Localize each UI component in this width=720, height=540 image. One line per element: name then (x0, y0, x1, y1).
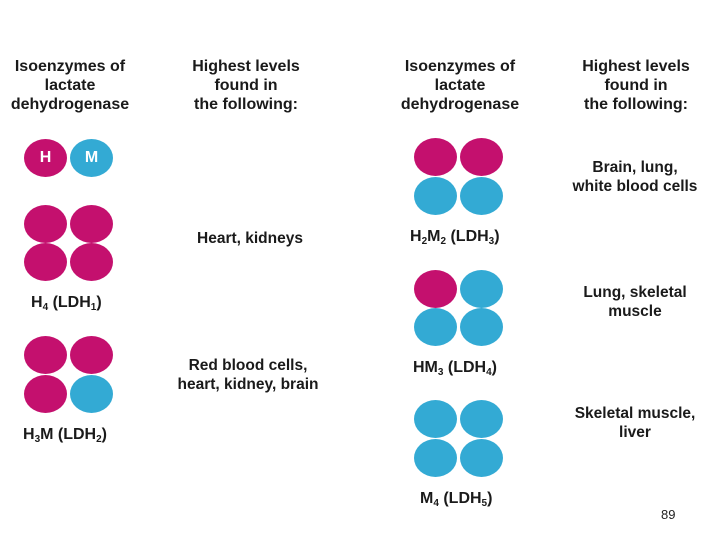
subunit-m (414, 177, 457, 215)
isoenzyme-label-ldh5: M4 (LDH5) (420, 490, 493, 509)
site-ldh3: Brain, lung, white blood cells (572, 159, 698, 195)
header-line: the following: (584, 96, 688, 113)
isoenzyme-label-ldh3: H2M2 (LDH3) (410, 228, 500, 247)
header-highest-levels-left: Highest levels found in the following: (171, 57, 321, 114)
subunit-m (460, 400, 503, 438)
isoenzyme-label-ldh1: H4 (LDH1) (31, 294, 102, 313)
subunit-h (70, 205, 113, 243)
subunit-h (70, 243, 113, 281)
header-line: Isoenzymes of (404, 58, 516, 75)
subunit-h (24, 336, 67, 374)
subunit-h (70, 336, 113, 374)
header-line: lactate (434, 77, 486, 94)
header-line: the following: (194, 96, 298, 113)
subunit-h (24, 375, 67, 413)
subunit-m (460, 177, 503, 215)
subunit-m (414, 439, 457, 477)
subunit-h-label: H (39, 149, 52, 166)
subunit-m (460, 439, 503, 477)
site-ldh4: Lung, skeletal muscle (583, 284, 687, 320)
header-line: dehydrogenase (400, 96, 520, 113)
header-isoenzymes-right: Isoenzymes of lactate dehydrogenase (385, 57, 535, 114)
header-line: lactate (44, 77, 96, 94)
subunit-h (24, 205, 67, 243)
subunit-h (24, 243, 67, 281)
site-ldh1: Heart, kidneys (197, 230, 303, 247)
subunit-h-circle: H (24, 139, 67, 177)
header-line: Isoenzymes of (14, 58, 126, 75)
page-number: 89 (661, 507, 676, 522)
site-ldh2: Red blood cells, heart, kidney, brain (177, 357, 319, 393)
isoenzyme-label-ldh2: H3M (LDH2) (23, 426, 107, 445)
isoenzyme-label-ldh4: HM3 (LDH4) (413, 359, 497, 378)
header-line: found in (214, 77, 278, 94)
header-line: Highest levels (192, 58, 300, 75)
subunit-h (414, 270, 457, 308)
subunit-m (414, 308, 457, 346)
header-isoenzymes-left: Isoenzymes of lactate dehydrogenase (0, 57, 145, 114)
subunit-h (460, 138, 503, 176)
subunit-m-circle: M (70, 139, 113, 177)
header-line: found in (604, 77, 668, 94)
subunit-m-label: M (84, 149, 99, 166)
subunit-m (460, 270, 503, 308)
subunit-m (460, 308, 503, 346)
header-highest-levels-right: Highest levels found in the following: (561, 57, 711, 114)
header-line: Highest levels (582, 58, 690, 75)
header-line: dehydrogenase (10, 96, 130, 113)
subunit-h (414, 138, 457, 176)
subunit-m (70, 375, 113, 413)
site-ldh5: Skeletal muscle, liver (574, 405, 696, 441)
subunit-m (414, 400, 457, 438)
